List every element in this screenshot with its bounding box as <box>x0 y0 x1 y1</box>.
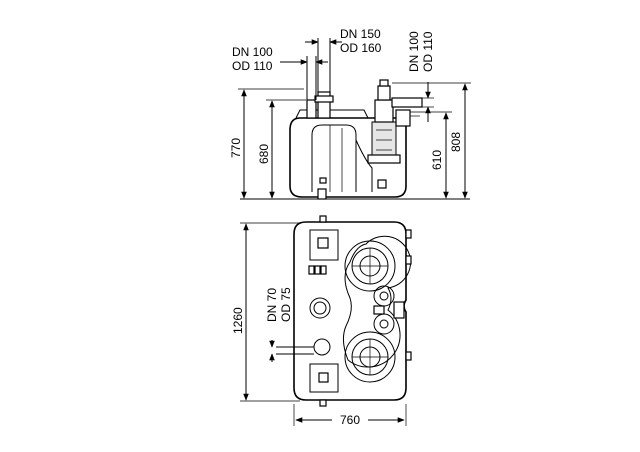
tank-top <box>295 109 369 119</box>
label-dim-680: 680 <box>257 144 271 164</box>
bottom-edge-lug <box>319 399 327 407</box>
top-inner-chamber <box>342 235 412 368</box>
tank-foot <box>319 177 327 184</box>
valve-group <box>373 285 405 335</box>
tank-inner-contour <box>311 124 357 192</box>
label-outlet-od: OD 110 <box>421 31 435 72</box>
top-view: DN 70 OD 75 1260 760 <box>231 215 412 428</box>
vent-opening <box>309 297 331 319</box>
inlet-opening <box>313 338 331 356</box>
inlet-pipe-collar <box>314 95 334 103</box>
tank-shoulder <box>355 139 373 192</box>
label-inlet-top-od: OD 160 <box>340 41 382 55</box>
side-view: DN 100 OD 110 DN 150 OD 160 DN 100 OD 11… <box>229 27 471 200</box>
label-dim-610: 610 <box>430 150 444 170</box>
discharge-pipe <box>391 97 423 108</box>
label-dim-760: 760 <box>340 413 360 427</box>
label-dim-808: 808 <box>449 132 463 152</box>
right-edge-lug <box>405 229 412 239</box>
top-edge-lug <box>319 215 327 223</box>
label-inlet-top-dn: DN 150 <box>340 27 381 41</box>
label-vent-dn: DN 70 <box>265 288 279 322</box>
label-vent-od: OD 75 <box>279 287 293 322</box>
discharge-valve <box>395 109 411 127</box>
pump-motor <box>367 79 401 164</box>
upper-pump-flange <box>344 240 396 292</box>
tank-foot <box>377 179 387 189</box>
lower-access-symbol <box>318 372 329 383</box>
label-dim-1260: 1260 <box>231 307 245 334</box>
control-box <box>309 229 339 261</box>
tank-foot <box>317 188 327 200</box>
lower-pump-flange <box>344 331 396 383</box>
inlet-pipe-dn100 <box>306 99 317 119</box>
tank-body <box>289 117 407 198</box>
label-inlet-left-dn: DN 100 <box>232 45 273 59</box>
dim-760-label-bg <box>332 412 368 428</box>
label-outlet-dn: DN 100 <box>407 31 421 72</box>
label-inlet-left-od: OD 110 <box>232 59 273 73</box>
cable-connectors <box>308 265 327 275</box>
control-box-symbol <box>317 237 329 249</box>
right-edge-lug <box>405 351 412 361</box>
label-dim-770: 770 <box>229 138 243 158</box>
lower-access-box <box>309 363 339 393</box>
right-edge-lug <box>405 255 412 265</box>
vent-opening-inner <box>313 301 327 315</box>
